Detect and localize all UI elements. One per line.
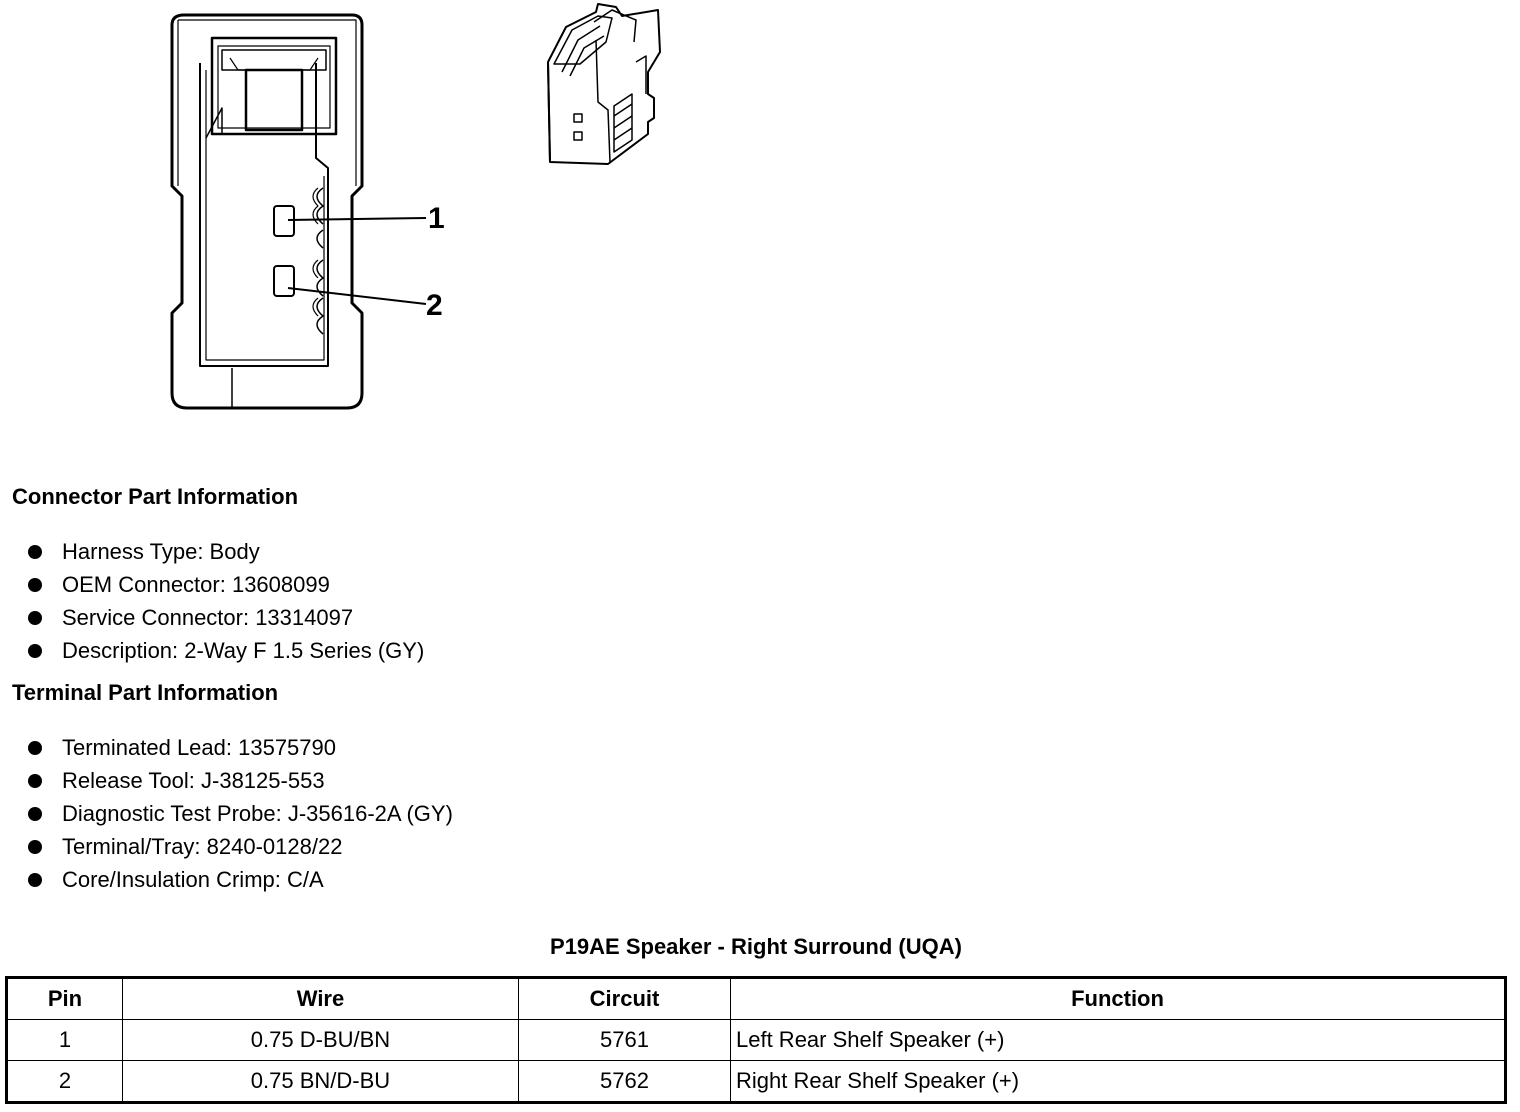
table-header-row: Pin Wire Circuit Function xyxy=(6,977,1506,1020)
terminal-info-heading: Terminal Part Information xyxy=(12,680,279,705)
pin-1-leader xyxy=(287,217,427,221)
header-function: Function xyxy=(730,977,1506,1020)
connector-info-heading: Connector Part Information xyxy=(12,484,299,509)
header-wire: Wire xyxy=(122,977,519,1020)
pin-2-leader xyxy=(287,287,427,305)
header-circuit: Circuit xyxy=(518,977,731,1020)
connector-info-list: Harness Type: Body OEM Connector: 136080… xyxy=(28,535,424,667)
cell-pin: 1 xyxy=(6,1019,123,1061)
pin-1-cavity xyxy=(273,205,295,237)
connector-face-diagram xyxy=(170,13,427,410)
connector-isometric-diagram xyxy=(547,3,661,165)
header-pin: Pin xyxy=(6,977,123,1020)
list-item: Release Tool: J-38125-553 xyxy=(28,764,453,797)
list-item: Terminal/Tray: 8240-0128/22 xyxy=(28,830,453,863)
pin-callout-2: 2 xyxy=(426,289,443,322)
table-row: 1 0.75 D-BU/BN 5761 Left Rear Shelf Spea… xyxy=(6,1019,1506,1061)
list-item: OEM Connector: 13608099 xyxy=(28,568,424,601)
cell-wire: 0.75 D-BU/BN xyxy=(122,1019,519,1061)
pin-callout-1: 1 xyxy=(428,202,445,235)
cell-pin: 2 xyxy=(6,1060,123,1103)
pin-table: Pin Wire Circuit Function 1 0.75 D-BU/BN… xyxy=(5,976,1507,1104)
list-item: Description: 2-Way F 1.5 Series (GY) xyxy=(28,634,424,667)
list-item: Core/Insulation Crimp: C/A xyxy=(28,863,453,896)
cell-function: Left Rear Shelf Speaker (+) xyxy=(730,1019,1506,1061)
list-item: Harness Type: Body xyxy=(28,535,424,568)
table-row: 2 0.75 BN/D-BU 5762 Right Rear Shelf Spe… xyxy=(6,1060,1506,1103)
terminal-info-list: Terminated Lead: 13575790 Release Tool: … xyxy=(28,731,453,896)
cell-function: Right Rear Shelf Speaker (+) xyxy=(730,1060,1506,1103)
list-item: Service Connector: 13314097 xyxy=(28,601,424,634)
pin-table-title: P19AE Speaker - Right Surround (UQA) xyxy=(550,934,962,959)
cell-circuit: 5761 xyxy=(518,1019,731,1061)
cell-circuit: 5762 xyxy=(518,1060,731,1103)
pin-2-cavity xyxy=(273,265,295,297)
list-item: Diagnostic Test Probe: J-35616-2A (GY) xyxy=(28,797,453,830)
list-item: Terminated Lead: 13575790 xyxy=(28,731,453,764)
cell-wire: 0.75 BN/D-BU xyxy=(122,1060,519,1103)
